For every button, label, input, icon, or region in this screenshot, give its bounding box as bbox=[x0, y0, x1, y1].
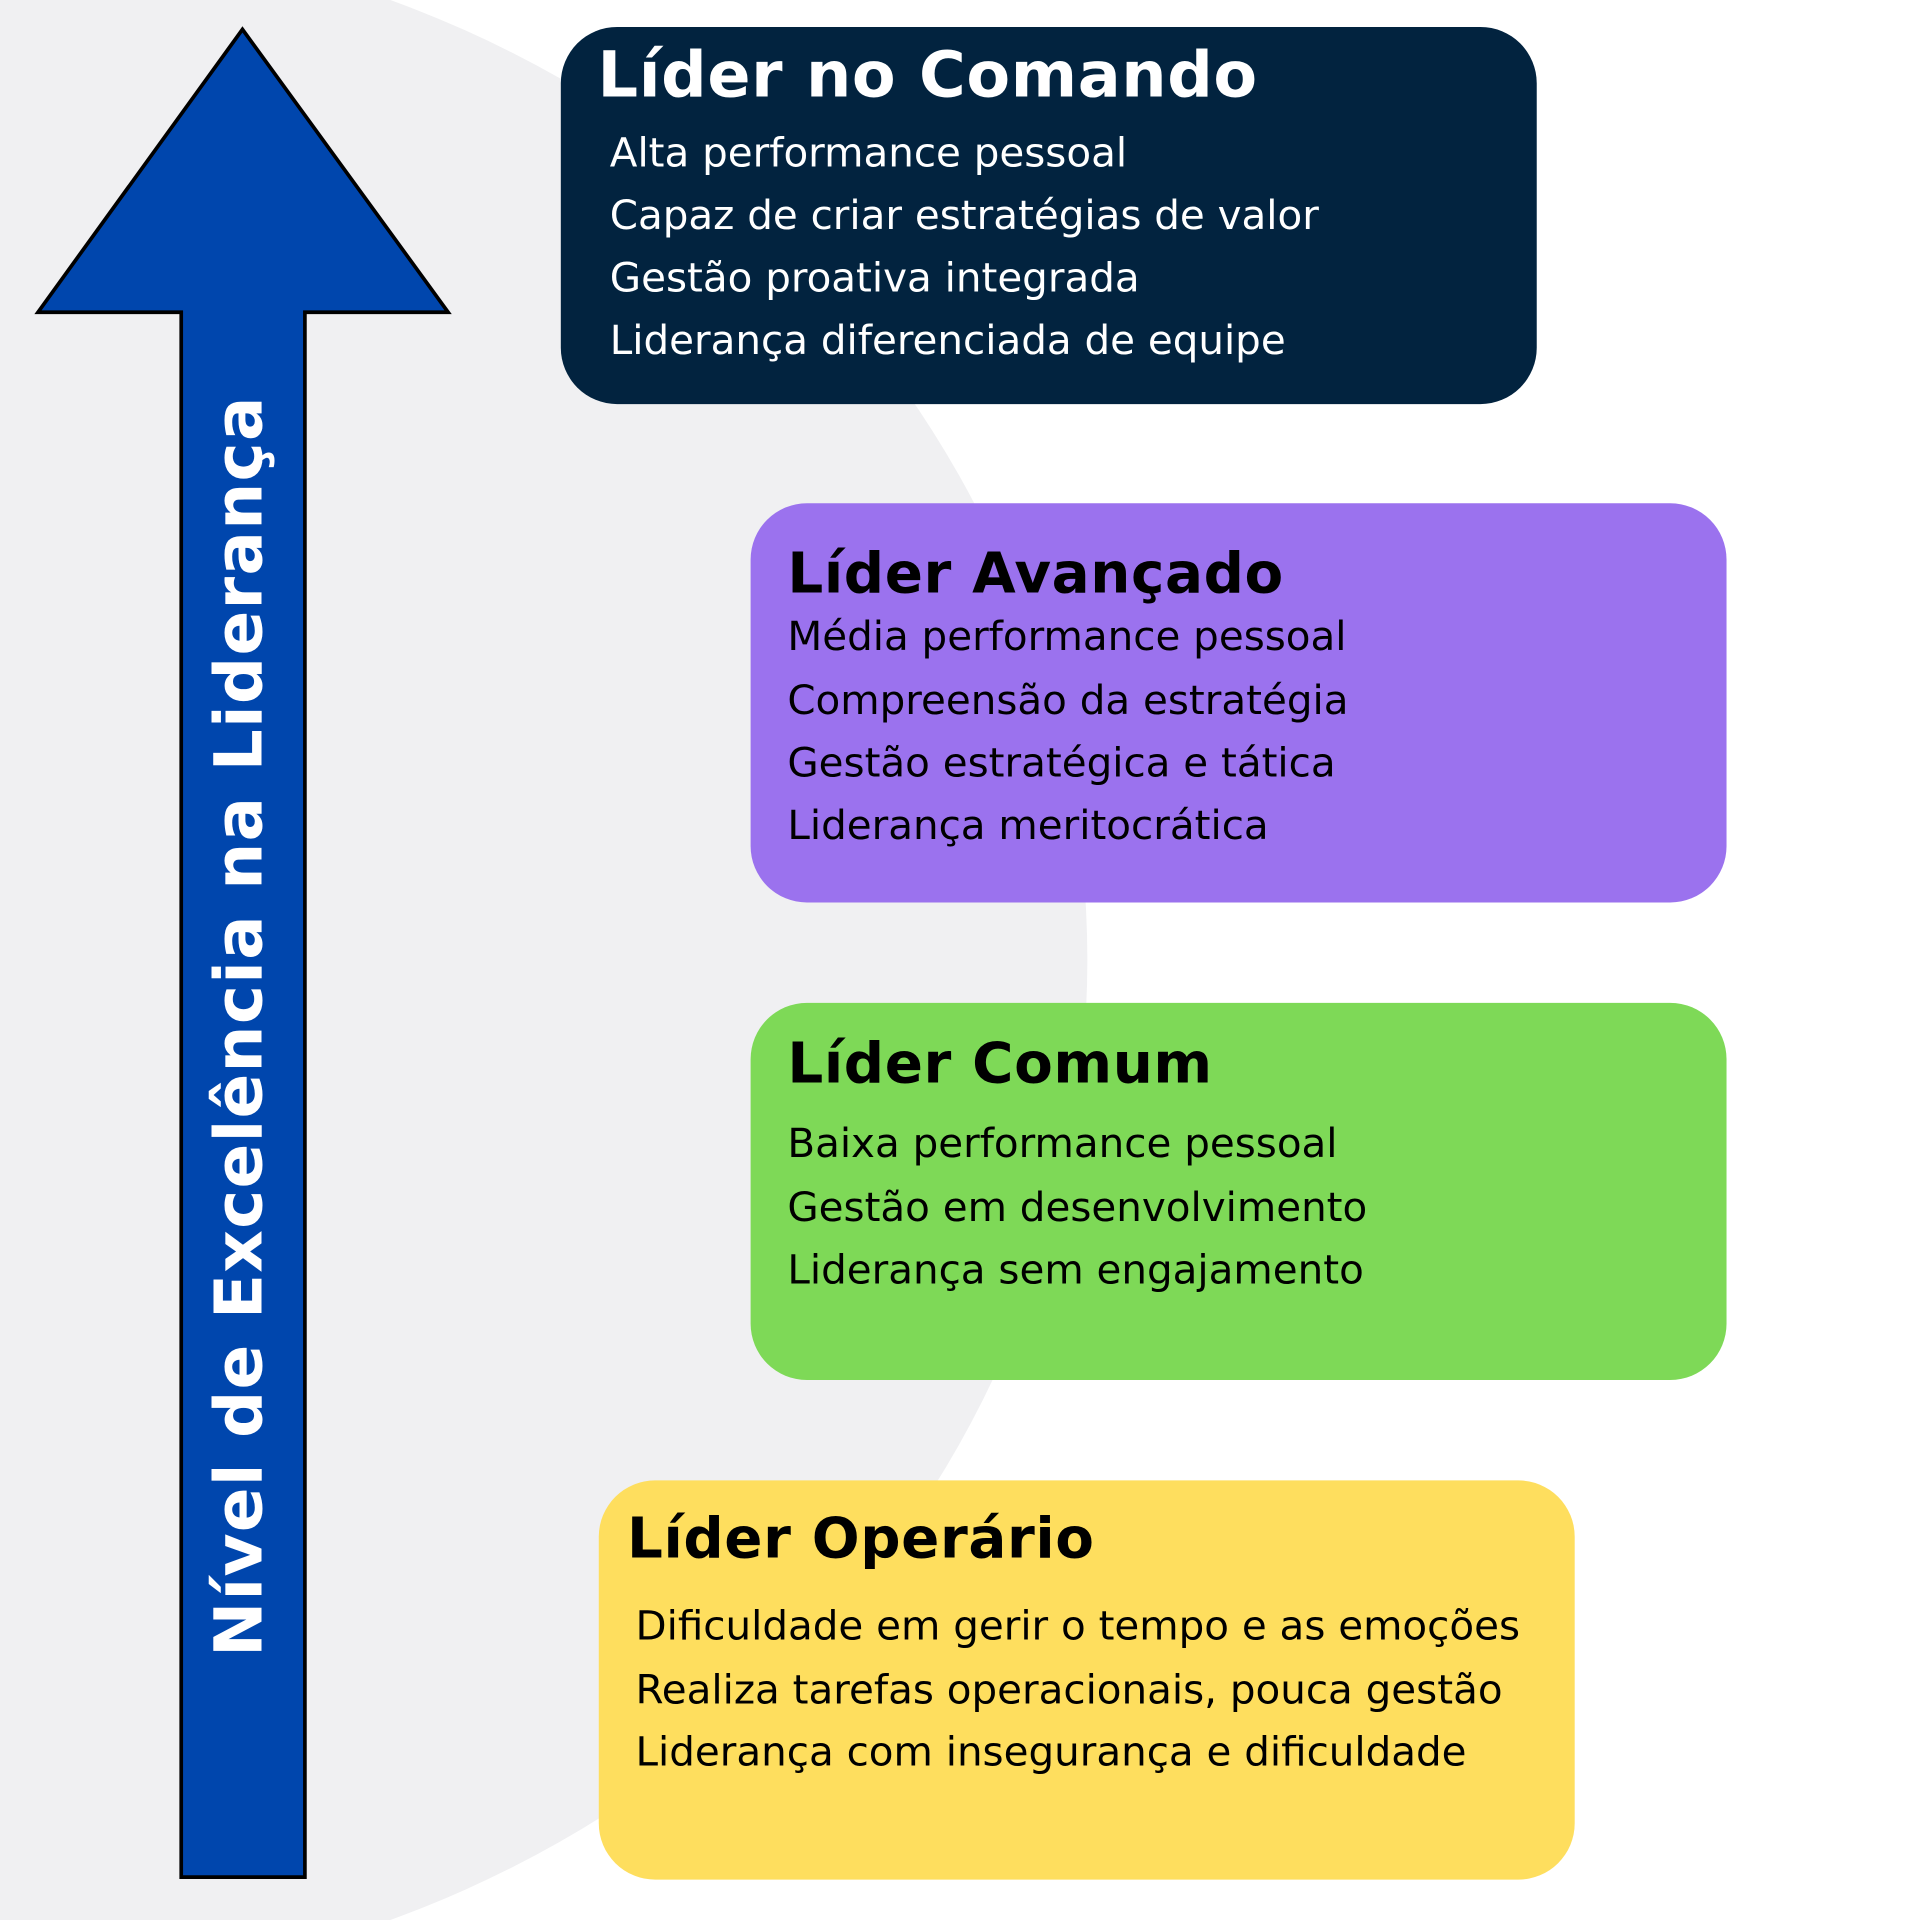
level-item: Liderança meritocrática bbox=[787, 800, 1269, 849]
level-item: Gestão em desenvolvimento bbox=[787, 1182, 1368, 1231]
level-box-comum: Líder Comum Baixa performance pessoal Ge… bbox=[750, 1002, 1727, 1381]
level-title: Líder Operário bbox=[626, 1504, 1095, 1572]
level-box-avancado: Líder Avançado Média performance pessoal… bbox=[750, 503, 1727, 903]
level-item: Baixa performance pessoal bbox=[787, 1119, 1338, 1167]
level-title: Líder no Comando bbox=[597, 39, 1258, 113]
up-arrow-icon bbox=[34, 26, 452, 1879]
level-box-operario: Líder Operário Dificuldade em gerir o te… bbox=[598, 1480, 1575, 1880]
level-title: Líder Avançado bbox=[787, 540, 1284, 607]
level-item: Realiza tarefas operacionais, pouca gest… bbox=[635, 1665, 1503, 1714]
level-item: Liderança diferenciada de equipe bbox=[609, 315, 1286, 364]
level-item: Gestão proativa integrada bbox=[609, 253, 1140, 302]
level-title: Líder Comum bbox=[787, 1029, 1213, 1096]
level-item: Média performance pessoal bbox=[787, 612, 1347, 661]
level-item: Gestão estratégica e tática bbox=[787, 738, 1336, 787]
level-box-comando: Líder no Comando Alta performance pessoa… bbox=[560, 26, 1537, 405]
level-item: Alta performance pessoal bbox=[609, 128, 1128, 177]
level-item: Dificuldade em gerir o tempo e as emoçõe… bbox=[635, 1601, 1521, 1650]
level-item: Liderança sem engajamento bbox=[787, 1245, 1364, 1294]
level-item: Liderança com insegurança e dificuldade bbox=[635, 1727, 1467, 1776]
level-item: Capaz de criar estratégias de valor bbox=[609, 191, 1319, 239]
axis-label: Nível de Excelência na Liderança bbox=[200, 395, 278, 1658]
level-item: Compreensão da estratégia bbox=[787, 675, 1349, 724]
